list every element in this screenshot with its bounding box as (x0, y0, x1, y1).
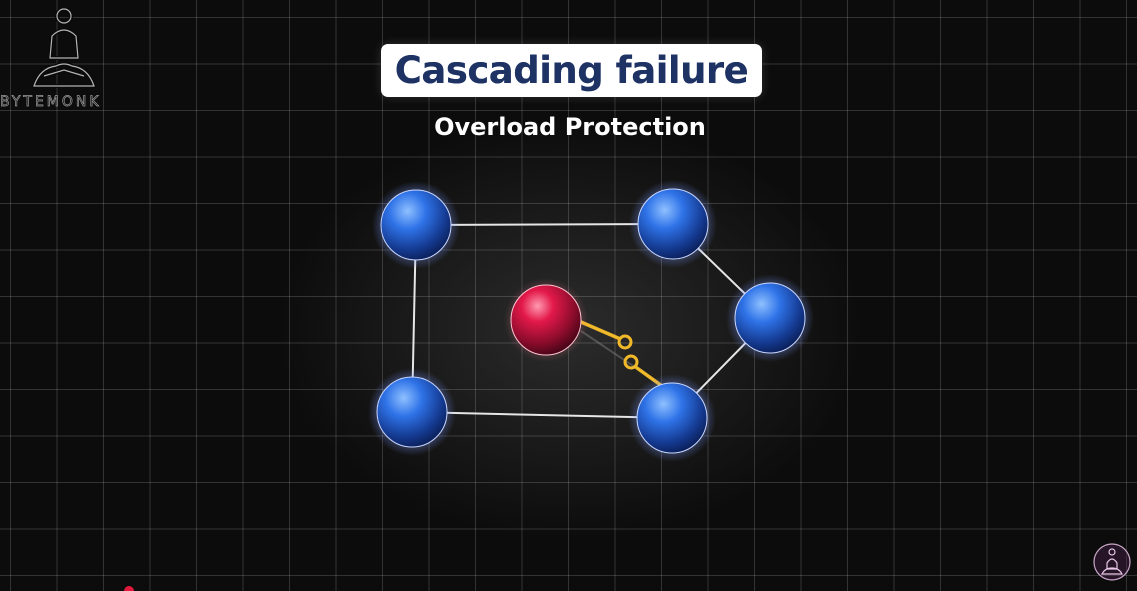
logo-wordmark: BYTEMONK (0, 94, 102, 111)
node-right (726, 274, 814, 362)
channel-badge-icon (1093, 543, 1131, 581)
node-bottom-right (628, 374, 716, 462)
breaker-contact-icon (617, 334, 633, 350)
title-pill: Cascading failure (381, 44, 762, 97)
node-top-left (372, 181, 460, 269)
node-top-right (629, 180, 717, 268)
page-subtitle: Overload Protection (434, 113, 706, 141)
circuit-breaker-link (579, 320, 664, 388)
bytemonk-logo-icon (31, 7, 97, 88)
node-bottom-left (368, 368, 456, 456)
record-indicator (124, 586, 134, 591)
page-title: Cascading failure (394, 49, 749, 92)
breaker-contact-icon (623, 354, 639, 370)
node-center-failed (504, 278, 588, 362)
